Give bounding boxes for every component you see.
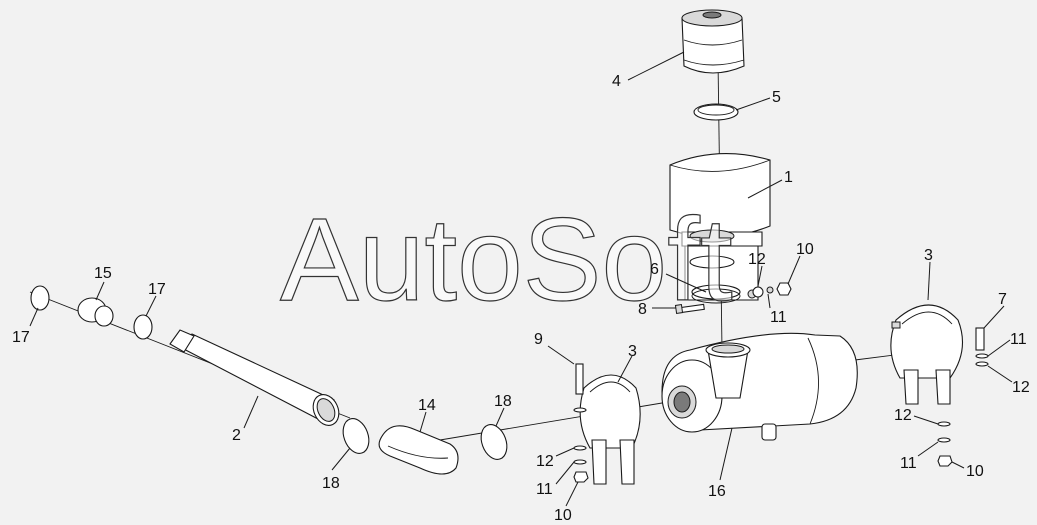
part-1-shroud — [669, 153, 771, 301]
callout-4: 4 — [612, 73, 621, 90]
leader-lines — [29, 51, 1013, 507]
left-fasteners — [573, 363, 589, 483]
callout-5: 5 — [772, 89, 781, 106]
callout-3: 3 — [924, 247, 933, 264]
part-14-elbow-hose — [378, 425, 459, 475]
callout-14: 14 — [418, 397, 436, 414]
callout-11: 11 — [1010, 331, 1027, 348]
callout-12: 12 — [536, 453, 554, 470]
callout-12: 12 — [748, 251, 766, 268]
watermark-text: AutoSoft — [280, 194, 733, 326]
part-15-coupler — [77, 297, 114, 327]
callout-1: 1 — [784, 169, 793, 186]
callout-10: 10 — [554, 507, 572, 524]
callout-3: 3 — [628, 343, 637, 360]
callout-12: 12 — [1012, 379, 1030, 396]
part-16-filter-housing — [661, 332, 858, 441]
callout-15: 15 — [94, 265, 112, 282]
callout-6: 6 — [650, 261, 659, 278]
callout-18: 18 — [494, 393, 512, 410]
right-fasteners — [937, 327, 989, 467]
part-4-filter-cap — [681, 9, 745, 74]
callout-12: 12 — [894, 407, 912, 424]
part-2-intake-pipe — [169, 329, 340, 426]
part-3-right-bracket — [890, 304, 964, 405]
callout-9: 9 — [534, 331, 543, 348]
callout-11: 11 — [770, 309, 787, 326]
part-6-clamp-band — [691, 284, 757, 304]
callout-18: 18 — [322, 475, 340, 492]
callout-11: 11 — [900, 455, 917, 472]
part-8-bolt — [674, 303, 705, 314]
callout-7: 7 — [998, 291, 1007, 308]
callouts: 4 5 1 10 12 6 11 8 3 7 11 12 12 11 10 15… — [12, 73, 1030, 524]
upper-fasteners — [752, 282, 792, 298]
part-3-left-bracket — [579, 374, 641, 485]
callout-11: 11 — [536, 481, 553, 498]
callout-10: 10 — [796, 241, 814, 258]
part-17-clamps — [30, 285, 153, 340]
part-18-clamps — [342, 418, 508, 460]
callout-17: 17 — [148, 281, 166, 298]
callout-17: 17 — [12, 329, 30, 346]
callout-10: 10 — [966, 463, 984, 480]
callout-2: 2 — [232, 427, 241, 444]
callout-16: 16 — [708, 483, 726, 500]
callout-8: 8 — [638, 301, 647, 318]
part-5-seal-ring — [693, 103, 739, 121]
